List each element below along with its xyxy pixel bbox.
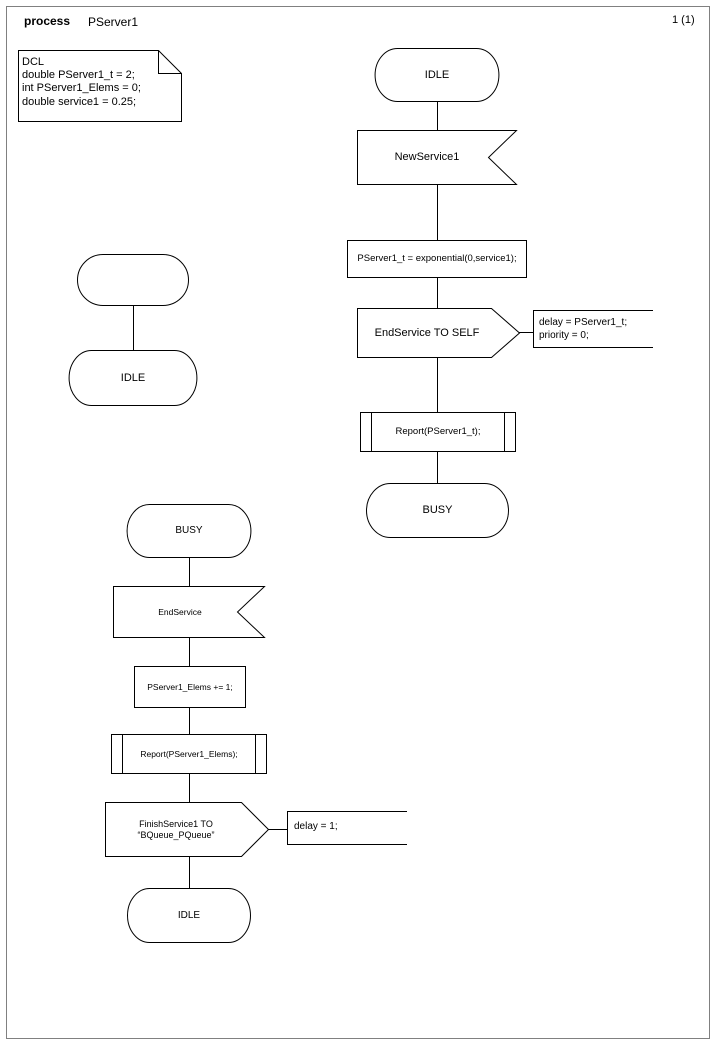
comment-connector-endservice [519, 332, 533, 333]
comment-finishservice-text: delay = 1; [294, 820, 338, 833]
state-idle-initial-label: IDLE [120, 371, 146, 384]
dcl-line-2: int PServer1_Elems = 0; [22, 82, 141, 95]
procedure-call-report-t-label: Report(PServer1_t); [395, 426, 481, 438]
dcl-block [18, 50, 182, 122]
flowline-task-to-report-elems [189, 708, 190, 734]
input-endservice-label: EndService [158, 606, 202, 617]
state-idle-top [374, 48, 500, 102]
state-busy-end [366, 483, 509, 538]
comment-finishservice [287, 811, 407, 845]
task-pserver1-elems-label: PServer1_Elems += 1; [147, 681, 233, 692]
state-busy-start-label: BUSY [175, 525, 203, 537]
flowline-idle-to-newservice1 [437, 102, 438, 130]
dcl-text: DCL double PServer1_t = 2; int PServer1_… [22, 56, 141, 109]
input-endservice [113, 586, 266, 638]
comment-endservice-line-1: priority = 0; [539, 330, 589, 341]
procedure-call-report-elems [111, 734, 267, 774]
flowline-busy-to-endservice [189, 558, 190, 586]
state-idle-initial [68, 350, 198, 406]
input-newservice1 [357, 130, 518, 185]
comment-finishservice-line-0: delay = 1; [294, 821, 338, 832]
process-keyword: process [24, 14, 71, 28]
output-endservice-to-self-label: EndService TO SELF [374, 326, 480, 339]
comment-connector-finishservice [268, 829, 287, 830]
dcl-line-1: double PServer1_t = 2; [22, 69, 135, 82]
task-pserver1-t [347, 240, 527, 278]
procedure-call-report-elems-label: Report(PServer1_Elems); [140, 748, 238, 759]
flowline-report-to-busy [437, 452, 438, 483]
state-idle-end-label: IDLE [177, 909, 201, 921]
flowline-start-to-idle [133, 306, 134, 350]
page-number: 1 (1) [672, 14, 695, 26]
page-title: PServer1 [88, 15, 139, 29]
flowline-finishservice-to-idle [189, 857, 190, 888]
flowline-task-to-output [437, 278, 438, 308]
flowline-endservice-to-task [189, 638, 190, 666]
state-idle-end [127, 888, 251, 943]
output-finishservice1-label: FinishService1 TO “BQueue_PQueue” [137, 818, 215, 840]
task-pserver1-t-label: PServer1_t = exponential(0,service1); [357, 253, 517, 265]
flowline-report-to-finishservice [189, 774, 190, 802]
comment-endservice-line-0: delay = PServer1_t; [539, 317, 628, 328]
state-idle-top-label: IDLE [424, 68, 450, 81]
start-symbol [77, 254, 189, 306]
output-finishservice1 [105, 802, 270, 857]
dcl-line-3: double service1 = 0.25; [22, 95, 137, 108]
task-pserver1-elems [134, 666, 246, 708]
page-border [6, 6, 710, 1039]
state-busy-start [126, 504, 252, 558]
state-busy-end-label: BUSY [422, 504, 453, 517]
flowline-output-to-report [437, 358, 438, 412]
flowline-newservice1-to-task [437, 185, 438, 240]
input-newservice1-label: NewService1 [394, 151, 460, 164]
procedure-call-report-t [360, 412, 516, 452]
dcl-line-0: DCL [22, 56, 45, 68]
comment-endservice-text: delay = PServer1_t; priority = 0; [539, 316, 627, 342]
comment-endservice [533, 310, 653, 348]
output-endservice-to-self [357, 308, 521, 358]
